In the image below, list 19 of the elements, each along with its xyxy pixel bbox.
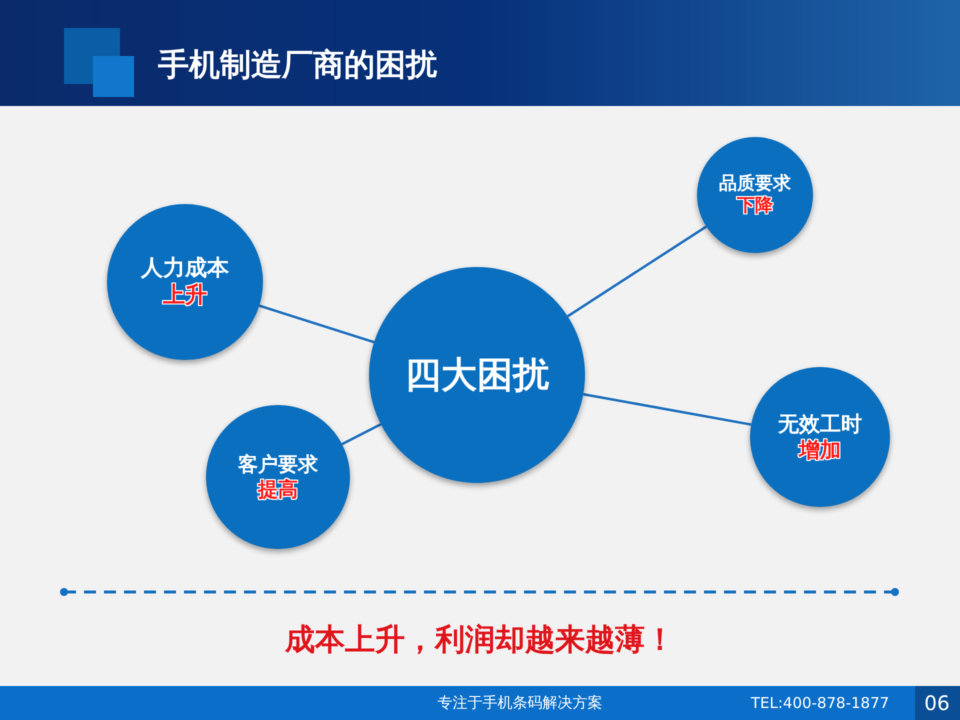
topic-circle: [697, 137, 813, 253]
trend-text: 下降: [737, 195, 773, 218]
topic-text: 无效工时: [778, 410, 862, 437]
topic-text: 品质要求: [719, 172, 791, 195]
footer-slogan: 专注于手机条码解决方案: [438, 694, 602, 712]
connector-line: [258, 304, 374, 344]
topic-text: 客户要求: [238, 452, 318, 477]
page-number: 06: [924, 691, 950, 715]
title: 手机制造厂商的困扰: [158, 46, 437, 85]
footer-phone: TEL:400-878-1877: [750, 694, 890, 712]
conclusion-text: 成本上升，利润却越来越薄！: [285, 622, 675, 660]
trend-text: 上升: [163, 282, 207, 310]
connector-line: [342, 423, 382, 446]
trend-text: 提高: [258, 477, 298, 502]
trend-text: 增加: [799, 437, 841, 464]
connector-line: [566, 225, 707, 318]
topic-text: 四大困扰: [405, 354, 549, 398]
connector-line: [583, 392, 752, 426]
topic-text: 人力成本: [141, 254, 229, 282]
